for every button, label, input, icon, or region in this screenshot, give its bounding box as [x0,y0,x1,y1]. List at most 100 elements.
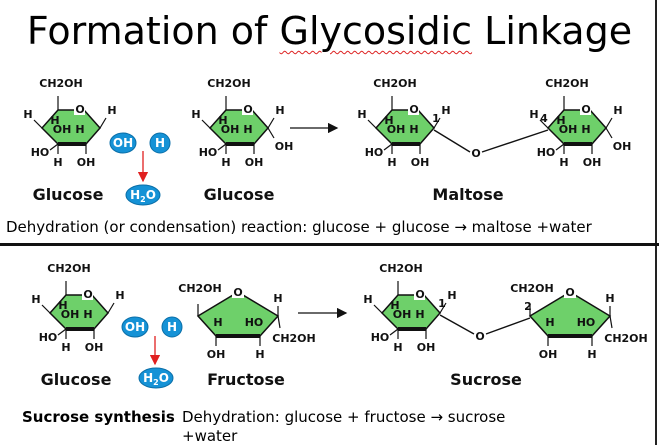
ch2oh-group: CH2OH [178,282,222,295]
bond-line [267,127,275,139]
h-atom: H [393,341,402,354]
bubble-shape [138,367,174,389]
h-atom: H [545,316,554,329]
page-title: Formation of Glycosidic Linkage [0,8,659,54]
bottom-caption-text: Dehydration: glucose + fructose → sucros… [182,408,542,446]
ring-oxygen-bg [580,103,591,115]
water-bubble-bottom: H2O [138,367,174,389]
oh-group: OH [61,308,80,321]
bond-line [383,143,393,151]
title-suffix: Linkage [472,9,633,53]
h-atom: H [605,292,614,305]
h-atom: H [529,108,538,121]
bond-line [57,328,67,336]
bond-line [439,302,447,314]
bottom-caption-line2: +water [182,427,238,445]
ho-group: HO [577,316,596,329]
bubble-text: OH [113,136,133,150]
oh-group: OH [613,140,632,153]
ring-oxygen-bg [414,288,425,300]
bond-line [433,117,441,129]
ring-oxygen: O [565,286,574,299]
h-bubble-bottom: H [161,316,183,338]
h-atom: H [50,114,59,127]
oh-group: OH [539,348,558,361]
oh-group: OH [411,156,430,169]
h-atom: H [221,156,230,169]
bond-line [539,119,549,129]
bond-line [277,315,281,329]
label-sucrose: Sucrose [450,370,522,389]
ring-oxygen: O [415,288,424,301]
glycosidic-oxygen: O [471,147,480,160]
h-atom: H [273,292,282,305]
ring-oxygen-bg [564,286,576,298]
bond-line [107,302,115,314]
h-atom: H [53,156,62,169]
ch2oh-group: CH2OH [207,77,251,90]
bubble-shape [161,316,183,338]
bond-line [605,117,613,129]
title-prefix: Formation of [26,9,280,53]
bond-line [49,143,59,151]
h-atom: H [556,114,565,127]
water-bubble-top: H2O [125,184,161,206]
h-atom: H [415,308,424,321]
glycosidic-bond [433,129,471,153]
ch2oh-group: CH2OH [604,332,648,345]
h-atom: H [384,114,393,127]
bond-line [217,143,227,151]
ch2oh-group: CH2OH [373,77,417,90]
h-atom: H [613,104,622,117]
h-atom: H [83,308,92,321]
bubble-shape [109,132,137,154]
ho-group: HO [537,146,556,159]
label-maltose: Maltose [432,185,503,204]
bond-line [41,304,51,314]
ring-body [528,291,612,337]
ring-oxygen-bg [232,286,244,298]
ho-group: HO [31,146,50,159]
h-atom: H [390,299,399,312]
bond-line [389,328,399,336]
h-atom: H [75,123,84,136]
bubble-text: H [167,320,177,334]
h-atom: H [447,289,456,302]
ring-oxygen-bg [74,103,85,115]
h-atom: H [255,348,264,361]
bond-line [33,119,43,129]
h-atom: H [218,114,227,127]
h-atom: H [58,299,67,312]
carbon-number-2: 2 [524,300,532,313]
oh-group: OH [275,140,294,153]
ring-oxygen: O [409,103,418,116]
reactive-group-bubbles: OH H H2O OH H H2O [109,132,183,389]
label-fructose: Fructose [207,370,285,389]
oh-group: OH [559,123,578,136]
bottom-caption-title: Sucrose synthesis [22,408,175,426]
oh-group: OH [387,123,406,136]
oh-group: OH [53,123,72,136]
glycosidic-bond [481,129,549,153]
ring-oxygen-bg [408,103,419,115]
oh-group: OH [207,348,226,361]
h-atom: H [115,289,124,302]
h-bubble-top: H [149,132,171,154]
glycosidic-bond [485,317,531,335]
ring-oxygen-bg [82,288,93,300]
label-glucose-2: Glucose [204,185,275,204]
h-atom: H [243,123,252,136]
bubble-text: OH [125,320,145,334]
top-caption: Dehydration (or condensation) reaction: … [6,218,592,236]
h-atom: H [23,108,32,121]
ring-body [196,291,280,337]
section-divider [0,243,659,246]
glycosidic-bonds: OO [433,129,549,343]
ring-oxygen: O [75,103,84,116]
title-keyword: Glycosidic [279,9,473,53]
